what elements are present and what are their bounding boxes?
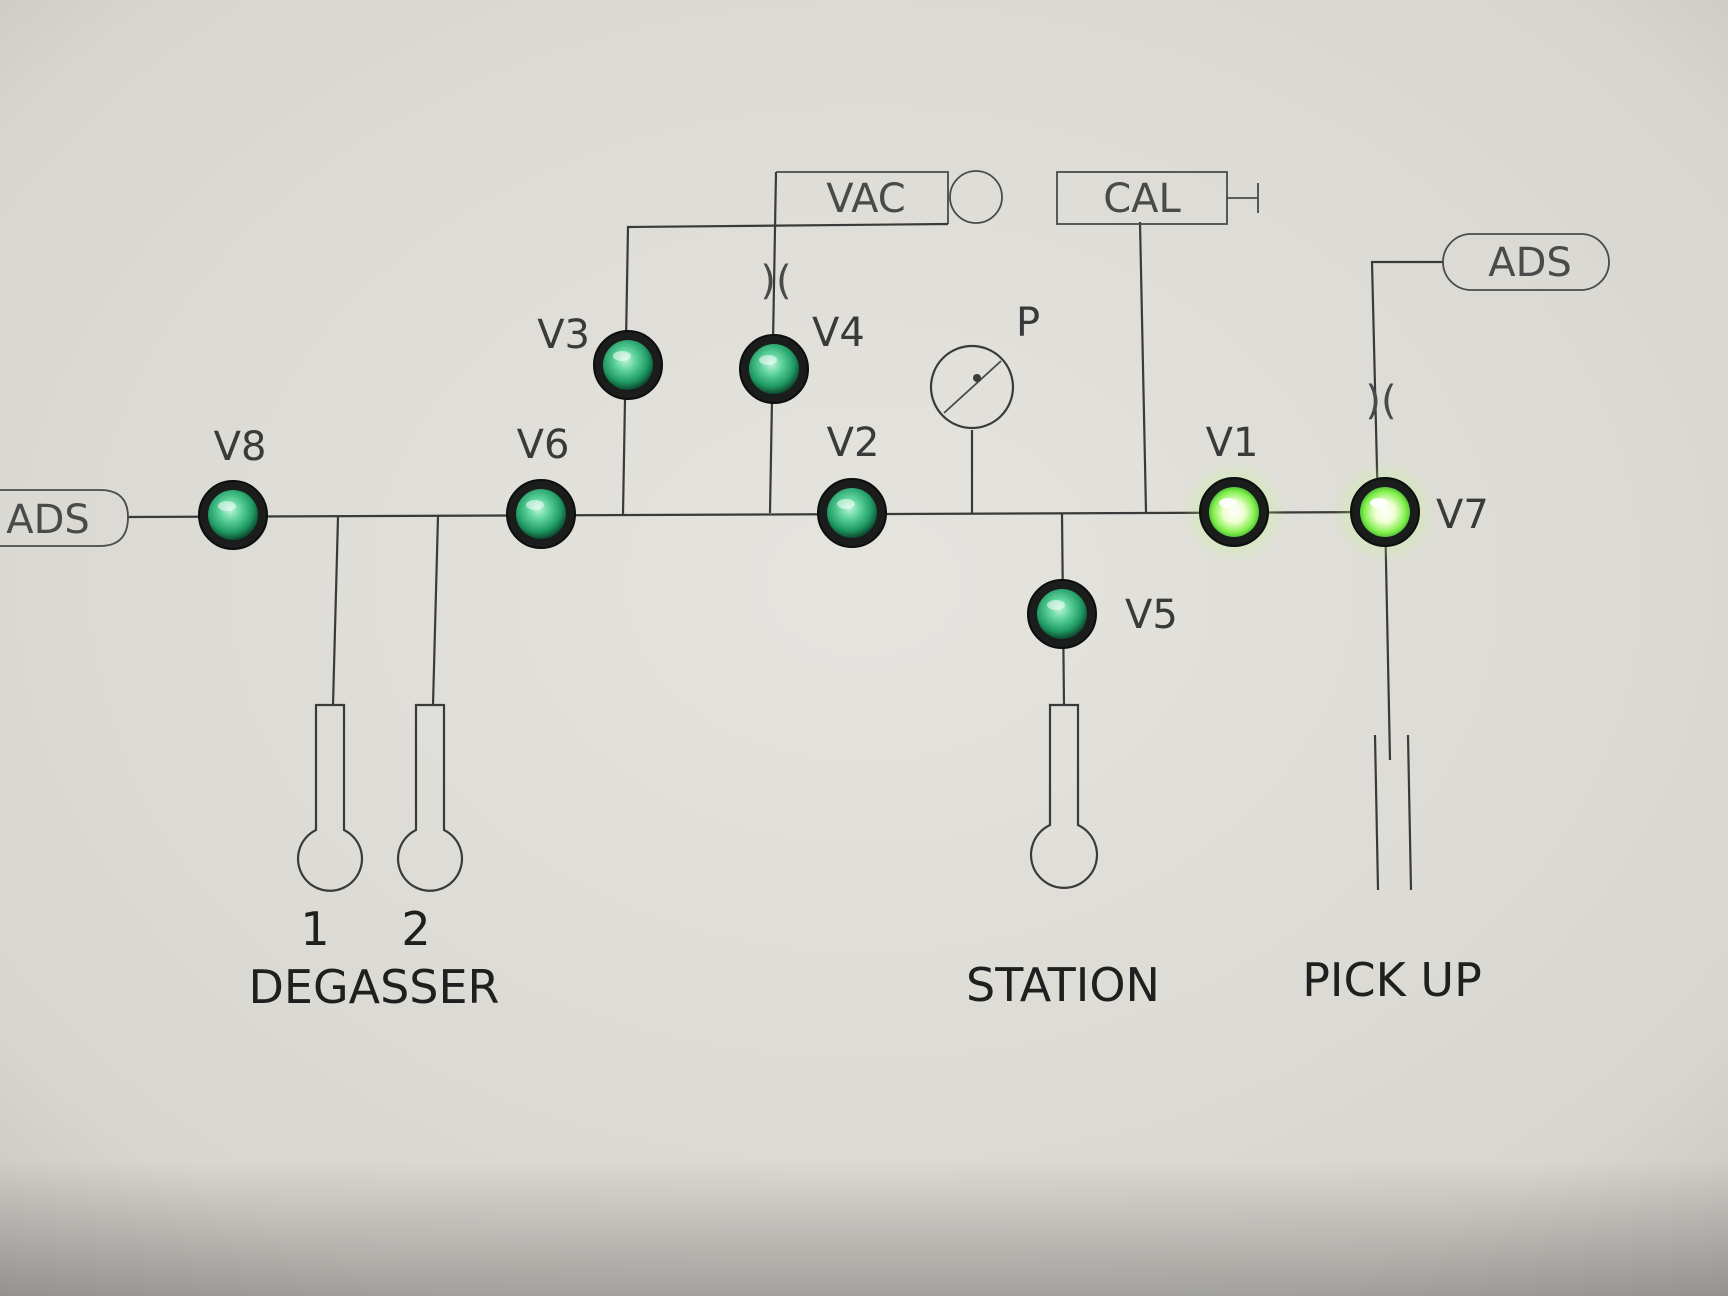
v7-restrictor-symbol: )( <box>1365 378 1396 424</box>
vac-label: VAC <box>826 176 905 222</box>
led-highlight <box>613 351 631 361</box>
valve-v4[interactable]: V4 <box>739 310 865 404</box>
pickup-probe-left <box>1373 734 1380 891</box>
valve-label-v4: V4 <box>812 310 865 356</box>
degasser-caption: DEGASSER <box>248 960 499 1014</box>
valve-v5[interactable]: V5 <box>1027 579 1178 649</box>
led-lens-icon <box>1360 487 1410 537</box>
ads-left-box: ADS <box>0 489 129 547</box>
led-lens-icon <box>603 340 653 390</box>
ads-right-label: ADS <box>1488 240 1572 286</box>
degasser-2-flask-icon <box>396 703 464 892</box>
degasser-1-line <box>331 516 340 706</box>
led-highlight <box>526 500 544 510</box>
ads-right-outline <box>1442 233 1610 291</box>
valve-label-v3: V3 <box>537 312 590 358</box>
led-lens-icon <box>516 489 566 539</box>
station-flask-icon <box>1029 703 1099 889</box>
station-caption: STATION <box>966 958 1160 1012</box>
valve-label-v2: V2 <box>827 420 880 466</box>
cal-cap-icon <box>1227 183 1259 213</box>
vac-box-outline <box>776 171 949 224</box>
valve-v8[interactable]: V8 <box>198 424 268 550</box>
led-highlight <box>1047 600 1065 610</box>
ads-right-line <box>1370 260 1443 511</box>
valve-v2[interactable]: V2 <box>817 420 887 548</box>
valve-label-v1: V1 <box>1206 420 1259 466</box>
led-highlight <box>759 355 777 365</box>
led-highlight <box>1219 498 1237 508</box>
vac-pump-icon <box>949 170 1003 224</box>
v4-restrictor-symbol: )( <box>760 258 791 304</box>
pickup-probe <box>1373 734 1413 891</box>
degasser-1-label: 1 <box>300 902 329 956</box>
degasser-1-flask-icon <box>296 703 364 892</box>
degasser-2-label: 2 <box>401 902 430 956</box>
led-lens-icon <box>1209 487 1259 537</box>
gauge-label: P <box>1016 300 1040 346</box>
valve-v3[interactable]: V3 <box>537 312 663 400</box>
led-lens-icon <box>749 344 799 394</box>
cal-label: CAL <box>1103 176 1181 222</box>
pressure-gauge: P <box>929 300 1040 430</box>
led-highlight <box>1370 498 1388 508</box>
station-vessel <box>1029 703 1099 889</box>
valve-v1[interactable]: V1 <box>1182 420 1286 564</box>
led-lens-icon <box>1037 589 1087 639</box>
degasser-2-line <box>431 515 440 706</box>
valve-label-v5: V5 <box>1125 592 1178 638</box>
gauge-pivot <box>973 374 981 382</box>
led-highlight <box>837 499 855 509</box>
led-lens-icon <box>827 488 877 538</box>
valve-label-v8: V8 <box>214 424 267 470</box>
pickup-probe-right <box>1406 734 1413 891</box>
valve-v7[interactable]: V7 <box>1333 460 1489 564</box>
cal-box: CAL <box>1056 171 1259 225</box>
ads-left-label: ADS <box>6 497 90 543</box>
pickup-caption: PICK UP <box>1302 953 1482 1007</box>
piping <box>127 171 1443 761</box>
valve-label-v7: V7 <box>1436 492 1489 538</box>
degasser-1-vessel <box>296 703 364 892</box>
degasser-2-vessel <box>396 703 464 892</box>
pressure-gauge-icon <box>929 344 1015 430</box>
cal-line <box>1138 221 1148 513</box>
panel-bottom-shadow <box>0 1160 1728 1296</box>
ads-right-box: ADS <box>1442 233 1610 291</box>
led-lens-icon <box>208 490 258 540</box>
gauge-needle <box>943 360 1002 414</box>
valve-v6[interactable]: V6 <box>506 422 576 549</box>
vac-box: VAC <box>776 170 1003 224</box>
led-highlight <box>218 501 236 511</box>
main-line <box>127 510 1389 519</box>
v3-branch-line <box>621 222 949 515</box>
valve-label-v6: V6 <box>517 422 570 468</box>
ads-left-outline <box>0 489 129 547</box>
